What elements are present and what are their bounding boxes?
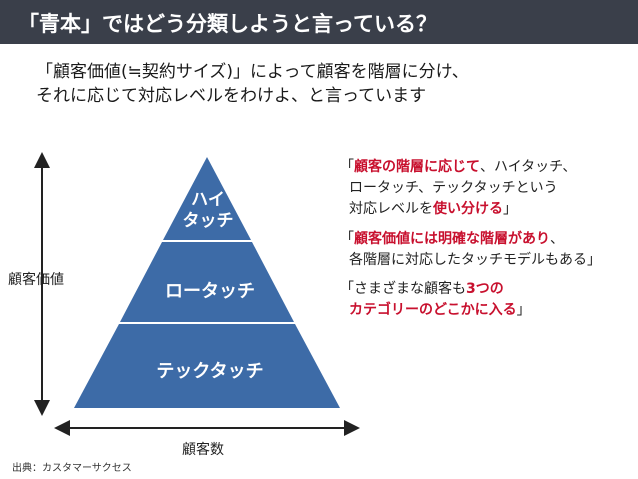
source-citation: 出典：カスタマーサクセス [12, 463, 132, 474]
subtitle-line-1: 「顧客価値(≒契約サイズ)」によって顧客を階層に分け、 [36, 62, 469, 82]
note-1-highlight-2: 使い分ける [433, 201, 503, 217]
note-1-text-3: 対応レベルを [349, 201, 433, 217]
note-3-highlight-2: カテゴリーのどこかに入る [349, 302, 517, 318]
note-tiers-usage: 「顧客の階層に応じて、ハイタッチ、 ロータッチ、テックタッチという 対応レベルを… [340, 157, 576, 220]
note-1-line-3: 対応レベルを使い分ける」 [340, 199, 576, 220]
axis-label-customer-value: 顧客価値 [8, 272, 64, 288]
note-2-highlight: 顧客価値には明確な階層があり [354, 231, 550, 247]
note-1-line-2: ロータッチ、テックタッチという [349, 180, 558, 196]
axis-label-customer-count: 顧客数 [182, 442, 224, 458]
note-3-close-bracket: 」 [516, 302, 531, 318]
pyramid-tier-top [163, 157, 251, 240]
note-3-text-1: 「さまざまな顧客も [340, 281, 466, 297]
note-2-text-1: 、 [550, 231, 564, 247]
subtitle-line-2: それに応じて対応レベルをわけよ、と言っています [36, 86, 427, 106]
note-1-close-bracket: 」 [503, 201, 517, 217]
note-3-line-1: 「さまざまな顧客も3つの [340, 279, 531, 300]
tier-label-low-touch: ロータッチ [165, 281, 255, 302]
note-3-line-2: カテゴリーのどこかに入る」 [340, 300, 531, 321]
tier-label-tech-touch: テックタッチ [156, 361, 264, 382]
note-1-open-bracket: 「 [340, 159, 354, 175]
note-2-line-1: 「顧客価値には明確な階層があり、 [340, 229, 601, 250]
subtitle: 「顧客価値(≒契約サイズ)」によって顧客を階層に分け、 それに応じて対応レベルを… [36, 60, 469, 108]
note-1-line-1: 「顧客の階層に応じて、ハイタッチ、 [340, 157, 576, 178]
note-2-open-bracket: 「 [340, 231, 354, 247]
note-3-highlight-1: 3つの [466, 281, 504, 297]
tier-label-high-touch-line-2: タッチ [182, 211, 234, 231]
tier-label-high-touch-line-1: ハイ [191, 190, 225, 210]
note-1-highlight-1: 顧客の階層に応じて [354, 159, 480, 175]
page-title: 「青本」ではどう分類しようと言っている？ [18, 12, 437, 36]
note-three-categories: 「さまざまな顧客も3つの カテゴリーのどこかに入る」 [340, 279, 531, 321]
note-2-line-2: 各階層に対応したタッチモデルもある」 [349, 252, 601, 268]
note-value-hierarchy: 「顧客価値には明確な階層があり、 各階層に対応したタッチモデルもある」 [340, 229, 601, 271]
pyramid-tier-middle [120, 242, 294, 322]
note-1-text-1: 、ハイタッチ、 [480, 159, 577, 175]
pyramid-tier-bottom [74, 324, 340, 408]
tier-label-high-touch: ハイ タッチ [163, 190, 253, 232]
header-bar: 「青本」ではどう分類しようと言っている？ [0, 0, 638, 44]
